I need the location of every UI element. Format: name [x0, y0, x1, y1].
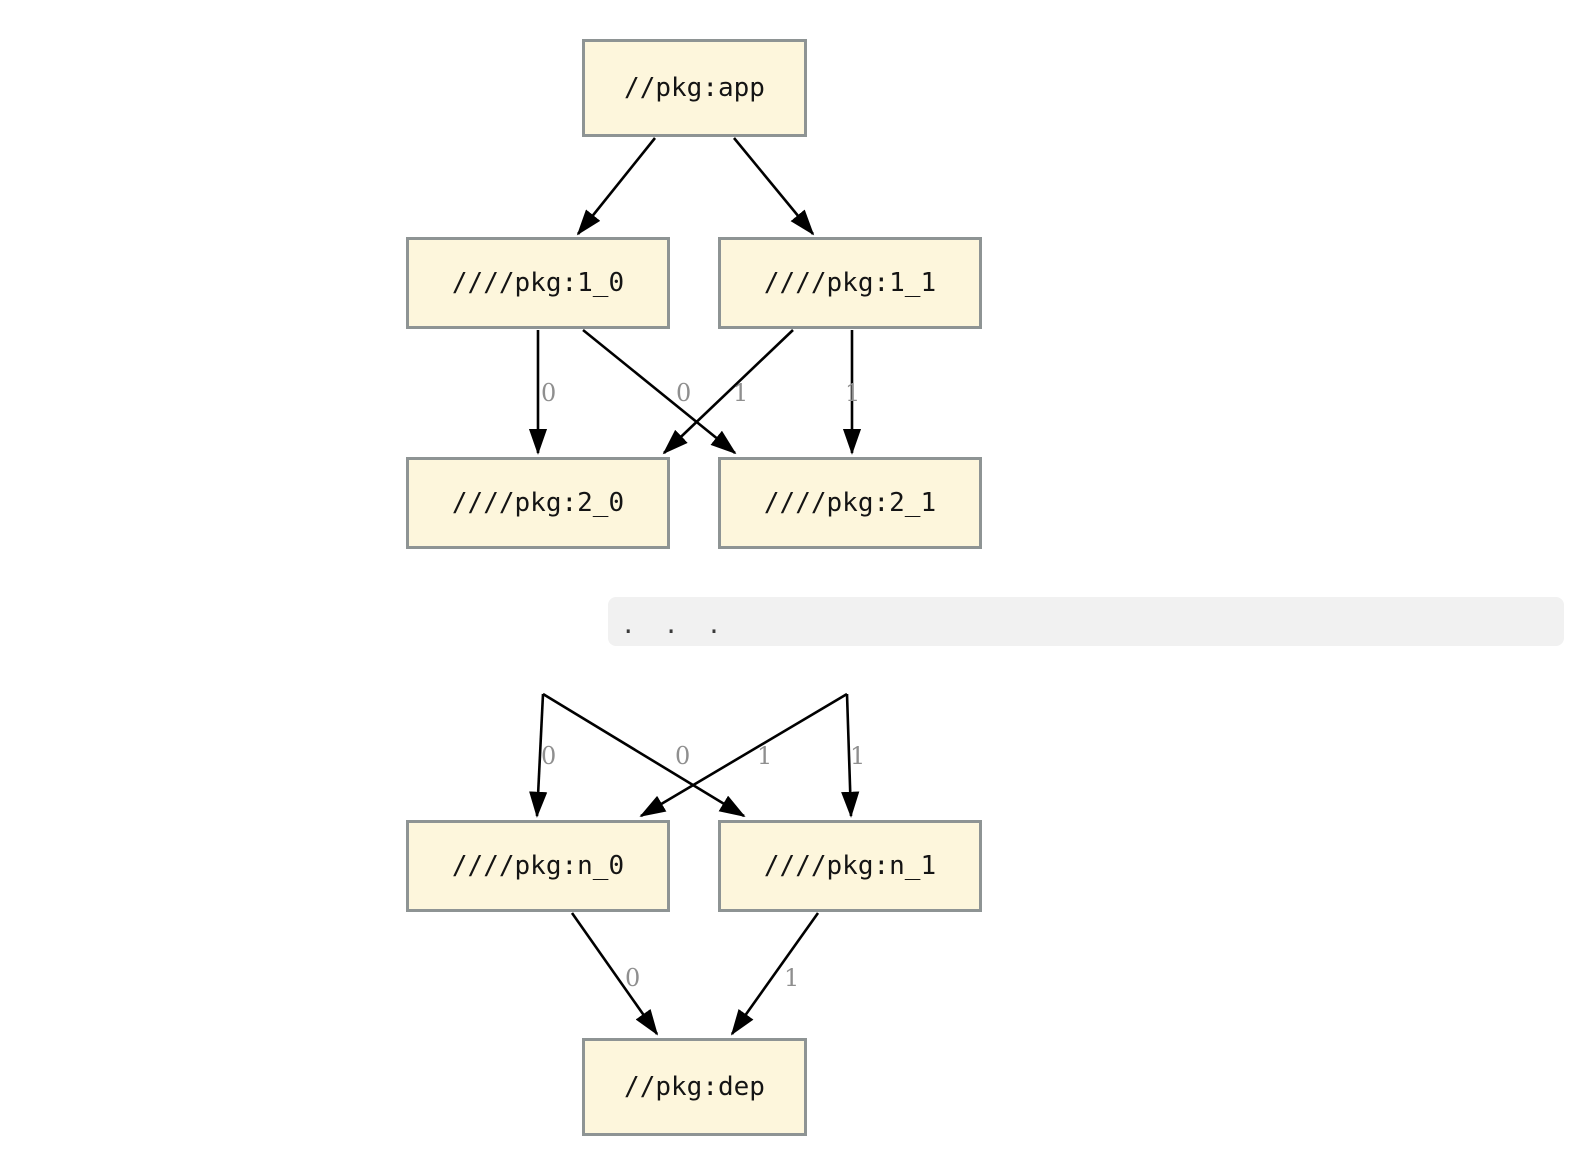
node-app-label: //pkg:app	[624, 73, 765, 103]
edge-1_1-to-2_0	[662, 329, 794, 455]
node-app: //pkg:app	[582, 39, 807, 137]
edge-label: 1	[845, 379, 860, 407]
edge-label: 1	[850, 742, 865, 770]
edge-elided-to-n_1-straight	[841, 693, 860, 818]
edge-elided-to-n_0-cross	[639, 692, 848, 818]
node-2_0-label: ////pkg:2_0	[451, 488, 625, 518]
edge-app-to-1_0	[576, 137, 657, 236]
node-2_0: ////pkg:2_0	[406, 457, 670, 549]
edge-n_0-to-dep	[570, 912, 659, 1036]
elided-rows-dots: . . .	[621, 610, 729, 639]
node-n_0-label: ////pkg:n_0	[451, 851, 625, 881]
node-1_1-label: ////pkg:1_1	[763, 268, 937, 298]
edge-label: 0	[675, 742, 690, 770]
edge-elided-to-n_1-cross	[542, 692, 746, 818]
edge-label: 1	[784, 964, 799, 992]
edge-label: 0	[541, 379, 556, 407]
node-n_1-label: ////pkg:n_1	[763, 851, 937, 881]
node-1_0-label: ////pkg:1_0	[451, 268, 625, 298]
edge-label: 1	[733, 379, 748, 407]
node-n_1: ////pkg:n_1	[718, 820, 982, 912]
node-1_1: ////pkg:1_1	[718, 237, 982, 329]
edge-app-to-1_1	[732, 137, 815, 236]
edge-label: 0	[676, 379, 691, 407]
edge-label: 0	[625, 964, 640, 992]
node-n_0: ////pkg:n_0	[406, 820, 670, 912]
elided-rows-bar: . . .	[608, 597, 1564, 646]
edge-label: 1	[757, 742, 772, 770]
node-2_1-label: ////pkg:2_1	[763, 488, 937, 518]
edge-n_1-to-dep	[730, 912, 820, 1036]
edge-elided-to-n_0-straight	[529, 693, 548, 818]
node-1_0: ////pkg:1_0	[406, 237, 670, 329]
node-dep-label: //pkg:dep	[624, 1072, 765, 1102]
node-dep: //pkg:dep	[582, 1038, 807, 1136]
edge-1_0-to-2_1	[582, 328, 737, 455]
node-2_1: ////pkg:2_1	[718, 457, 982, 549]
edge-label: 0	[541, 742, 556, 770]
